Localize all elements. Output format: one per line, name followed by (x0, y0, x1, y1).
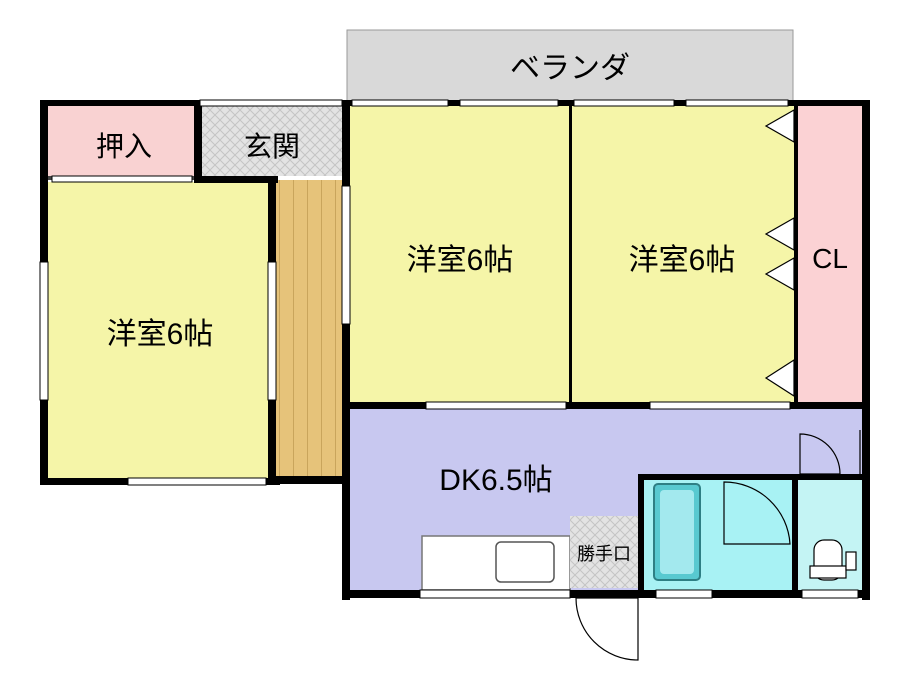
closet-label: CL (812, 243, 848, 274)
room-left-label: 洋室6帖 (107, 318, 214, 351)
genkan-area (200, 104, 346, 176)
kitchen-counter (421, 535, 571, 591)
oshiire-label: 押入 (96, 131, 152, 162)
room-right-area (572, 104, 794, 404)
closet-area (798, 104, 862, 404)
room-center-label: 洋室6帖 (407, 244, 514, 277)
closet-doors (764, 108, 795, 398)
windows (39, 99, 859, 599)
room-right-label: 洋室6帖 (629, 244, 736, 277)
katteguchi-label: 勝手口 (577, 544, 631, 564)
room-left-area (46, 182, 272, 478)
katteguchi-area (570, 516, 638, 588)
room-center-area (350, 104, 572, 404)
oshiire-area (46, 104, 196, 180)
hallway-floor (276, 180, 346, 476)
toilet-icon (809, 539, 857, 581)
door-swings (575, 430, 861, 661)
genkan-label: 玄関 (244, 131, 300, 162)
dk-label: DK6.5帖 (439, 464, 552, 497)
veranda-area (346, 29, 794, 103)
veranda-label: ベランダ (510, 52, 630, 85)
